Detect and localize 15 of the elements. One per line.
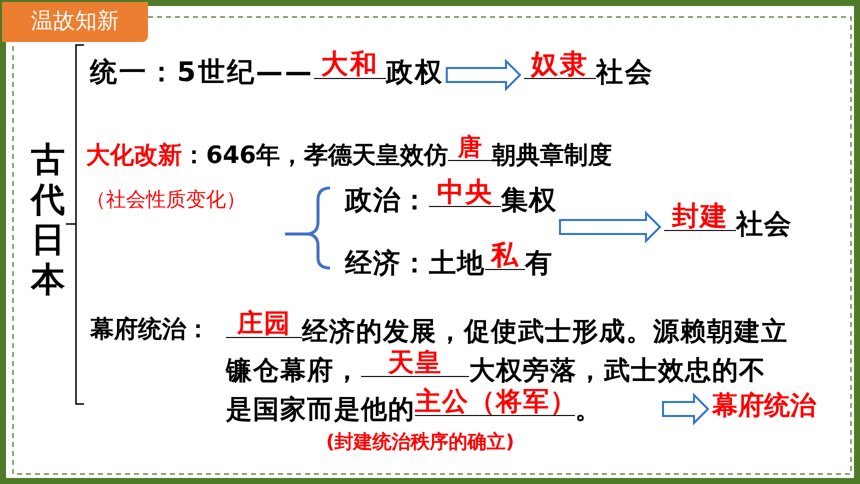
sentence-text: ：646年，孝德天皇效仿	[182, 140, 448, 171]
fill-in-sentence: 统一：5世纪—— 大和 政权	[90, 52, 444, 91]
fill-in-sentence: 封建 社会	[664, 204, 792, 243]
fill-in-sentence: 奴隶 社会	[524, 52, 654, 91]
topic-heading: 古代日本	[26, 140, 70, 300]
note-text: (封建统治秩序的确立)	[326, 430, 514, 455]
title-tab: 温故知新	[2, 2, 148, 42]
reform-name: 大化改新	[86, 140, 182, 171]
topic-label: 幕府统治：	[90, 314, 210, 345]
fill-in-sentence: 政治： 中央 集权	[345, 180, 557, 219]
fill-in-sentence: 经济：土地 私 有	[345, 243, 553, 282]
sentence-text: 朝典章制度	[492, 140, 612, 171]
note-text: （社会性质变化）	[86, 186, 246, 213]
result-text: 幕府统治	[712, 388, 816, 424]
answer-text: 唐	[448, 134, 492, 161]
